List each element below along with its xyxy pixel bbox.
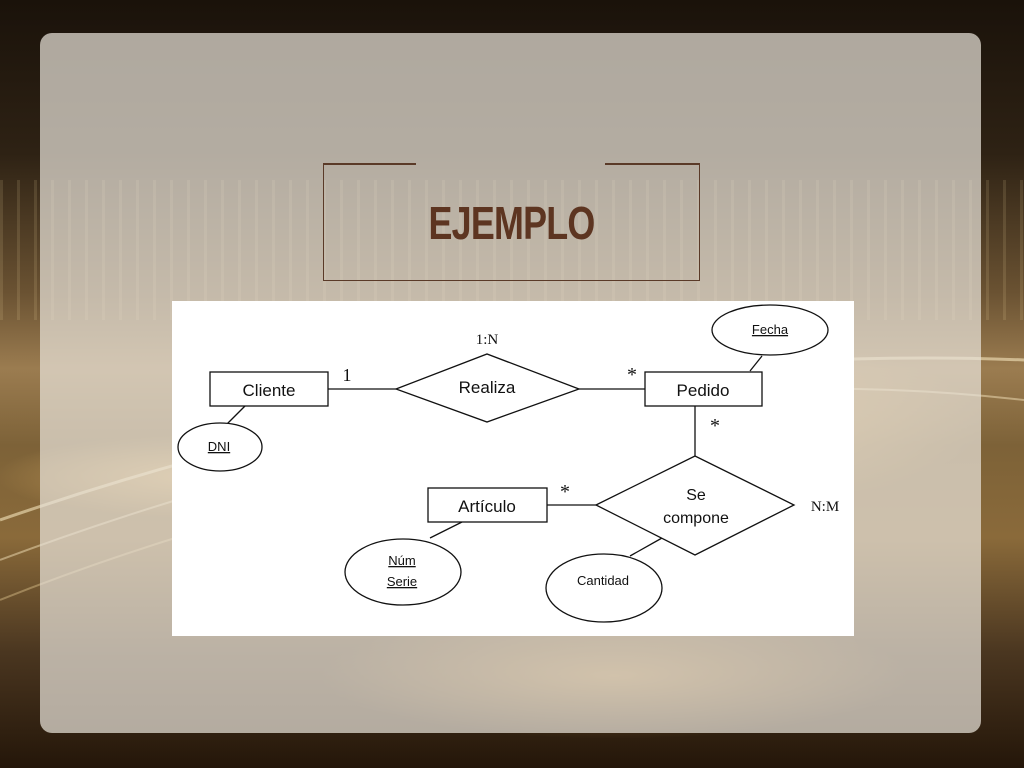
attribute-dni — [177, 422, 263, 472]
relationship-se-compone-label-2: compone — [663, 510, 729, 527]
entity-articulo-label: Artículo — [458, 497, 516, 516]
attribute-fecha — [711, 304, 829, 356]
cardinality-compone-ratio: N:M — [811, 499, 839, 515]
entity-cliente-label: Cliente — [243, 381, 296, 400]
cardinality-pedido-compone-side: * — [710, 415, 720, 437]
line-cliente-dni — [226, 405, 246, 425]
attribute-num-serie — [344, 538, 462, 606]
attribute-dni-label: DNI — [208, 439, 230, 454]
cardinality-pedido-side: * — [627, 364, 637, 386]
slide-title: EJEMPLO — [428, 197, 595, 249]
title-frame-top-right — [605, 163, 699, 165]
er-diagram: Cliente Pedido Artículo Realiza Se compo… — [172, 301, 854, 636]
relationship-se-compone-label-1: Se — [686, 487, 706, 504]
line-articulo-numserie — [429, 521, 463, 539]
entity-pedido-label: Pedido — [677, 381, 730, 400]
cardinality-articulo-side: * — [560, 481, 570, 503]
line-compone-cantidad — [629, 537, 663, 557]
title-frame — [323, 163, 700, 281]
cardinality-cliente-side: 1 — [343, 365, 352, 385]
relationship-realiza-label: Realiza — [459, 378, 516, 397]
attribute-num-serie-label-2: Serie — [387, 574, 417, 589]
attribute-num-serie-label-1: Núm — [388, 553, 415, 568]
entity-cliente — [209, 371, 329, 407]
cardinality-realiza-ratio: 1:N — [476, 332, 499, 348]
relationship-realiza — [394, 353, 581, 423]
entity-pedido — [644, 371, 763, 407]
attribute-fecha-label: Fecha — [752, 322, 789, 337]
title-frame-top-left — [324, 163, 416, 165]
relationship-se-compone — [594, 455, 796, 556]
entity-articulo — [427, 487, 548, 523]
line-pedido-fecha — [749, 355, 763, 372]
attribute-cantidad — [545, 553, 663, 623]
attribute-cantidad-label: Cantidad — [577, 573, 629, 588]
